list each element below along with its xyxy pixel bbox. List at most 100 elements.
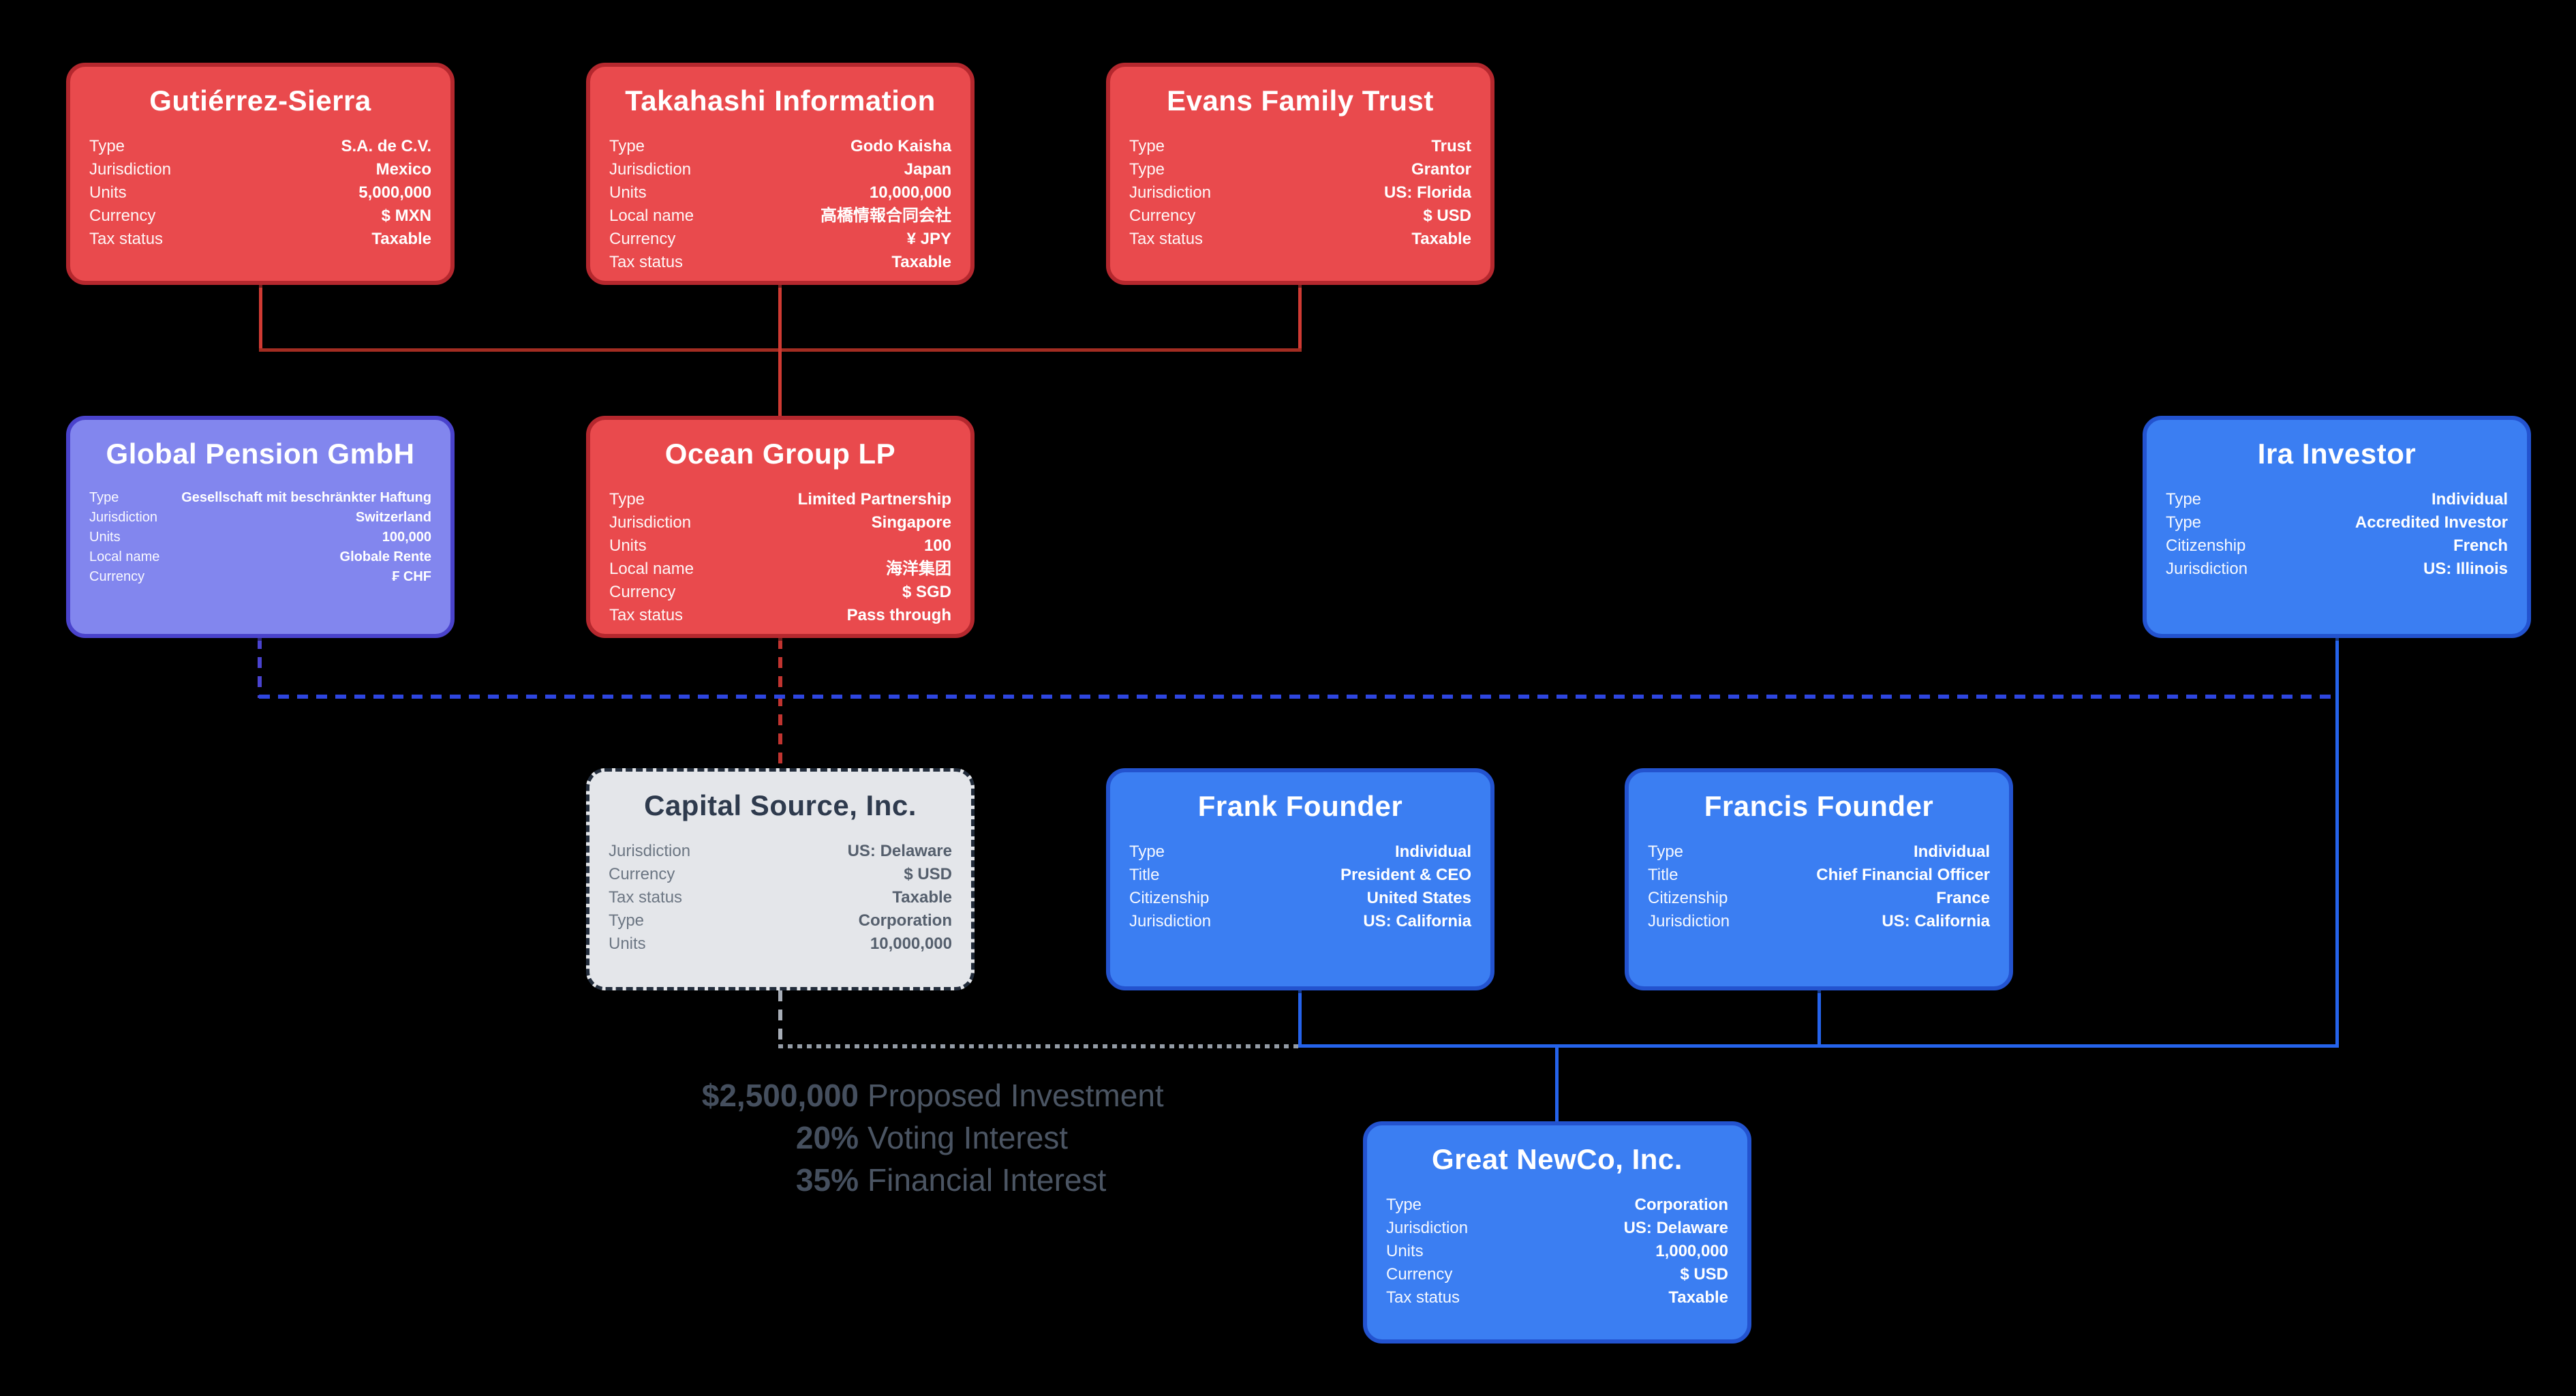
field-value: 100 (923, 536, 951, 555)
field-value: French (2453, 536, 2508, 555)
entity-title: Evans Family Trust (1167, 85, 1434, 117)
field-value: Taxable (892, 888, 952, 907)
field-label: Citizenship (1648, 889, 1728, 907)
connector-gray-dashed-capital-vertical (778, 990, 782, 1046)
field-label: Jurisdiction (609, 842, 691, 860)
field-value: $ USD (1423, 207, 1471, 225)
field-value: S.A. de C.V. (341, 137, 432, 155)
entity-title: Frank Founder (1197, 790, 1403, 822)
field-value: Globale Rente (339, 549, 431, 564)
annotation-value: 35% (795, 1162, 859, 1198)
field-value: France (1936, 889, 1990, 907)
annotation-label: Financial Interest (868, 1162, 1107, 1198)
entity-title: Global Pension GmbH (106, 438, 415, 470)
field-value: US: California (1882, 912, 1990, 930)
field-value: Corporation (858, 911, 952, 930)
field-label: Type (2166, 513, 2202, 532)
entity-title: Great NewCo, Inc. (1432, 1143, 1683, 1175)
field-row: Currency$ SGD (609, 581, 951, 604)
entity-fields: Type Gesellschaft mit beschränkter Haftun… (89, 488, 431, 587)
field-value: Taxable (371, 230, 431, 248)
field-label: Title (1648, 866, 1678, 884)
field-row: Currency₣ CHF (89, 567, 431, 587)
field-label: Local name (89, 549, 160, 564)
entity-title: Francis Founder (1704, 790, 1934, 822)
field-row: Units 5,000,000 (89, 181, 431, 204)
field-value: Limited Partnership (797, 490, 951, 509)
connector-red-vertical-to-ocean (778, 348, 782, 416)
field-label: Citizenship (1129, 889, 1210, 907)
field-value: 5,000,000 (358, 183, 431, 202)
field-label: Units (609, 536, 647, 555)
field-value: $ USD (1680, 1265, 1728, 1284)
field-label: Type (1129, 160, 1165, 179)
field-value: Gesellschaft mit beschränkter Haftung (181, 490, 431, 505)
field-label: Type (89, 490, 119, 505)
connector-blue-horizontal-bus (1298, 1044, 2339, 1048)
field-label: Type (609, 137, 645, 155)
field-label: Type (609, 911, 645, 930)
field-label: Units (609, 183, 647, 202)
field-label: Jurisdiction (1386, 1219, 1469, 1237)
field-label: Jurisdiction (1648, 912, 1730, 930)
field-label: Currency (1129, 207, 1196, 225)
connector-red-vertical-gutierrez (259, 285, 262, 351)
field-label: Citizenship (2166, 536, 2246, 555)
field-value: Taxable (1411, 230, 1471, 248)
field-row: Local name Globale Rente (89, 547, 431, 567)
field-row: Type S.A. de C.V. (89, 135, 431, 158)
field-row: Jurisdiction US: Illinois (2166, 558, 2508, 581)
field-row: Type Gesellschaft mit beschränkter Haftun… (89, 488, 431, 508)
field-label: Currency (89, 207, 156, 225)
field-value: 1,000,000 (1655, 1242, 1728, 1260)
field-label: Local name (609, 560, 694, 578)
field-row: Currency$ MXN (89, 204, 431, 228)
field-value: 10,000,000 (870, 935, 952, 953)
field-value: Switzerland (355, 510, 431, 525)
field-label: Units (89, 183, 127, 202)
field-label: Type (1129, 137, 1165, 155)
field-label: Jurisdiction (609, 160, 692, 179)
field-label: Type (1129, 843, 1165, 861)
field-value: Chief Financial Officer (1816, 866, 1990, 884)
connector-blue-vertical-ira (2335, 638, 2339, 1048)
field-label: Type (89, 137, 125, 155)
entity-card-global-pension-gmbh[interactable]: Global Pension GmbH Type Gesellschaft mit… (66, 416, 455, 638)
field-label: Tax status (609, 888, 683, 907)
entity-title: Capital Source, Inc. (644, 789, 917, 821)
field-value: Taxable (891, 253, 951, 271)
field-value: Individual (1394, 843, 1471, 861)
field-row: Currency¥ JPY (609, 228, 951, 251)
field-row: Type Individual (1129, 840, 1471, 864)
field-value: US: Illinois (2423, 560, 2508, 578)
field-value: Corporation (1634, 1196, 1728, 1214)
field-label: Jurisdiction (2166, 560, 2248, 578)
